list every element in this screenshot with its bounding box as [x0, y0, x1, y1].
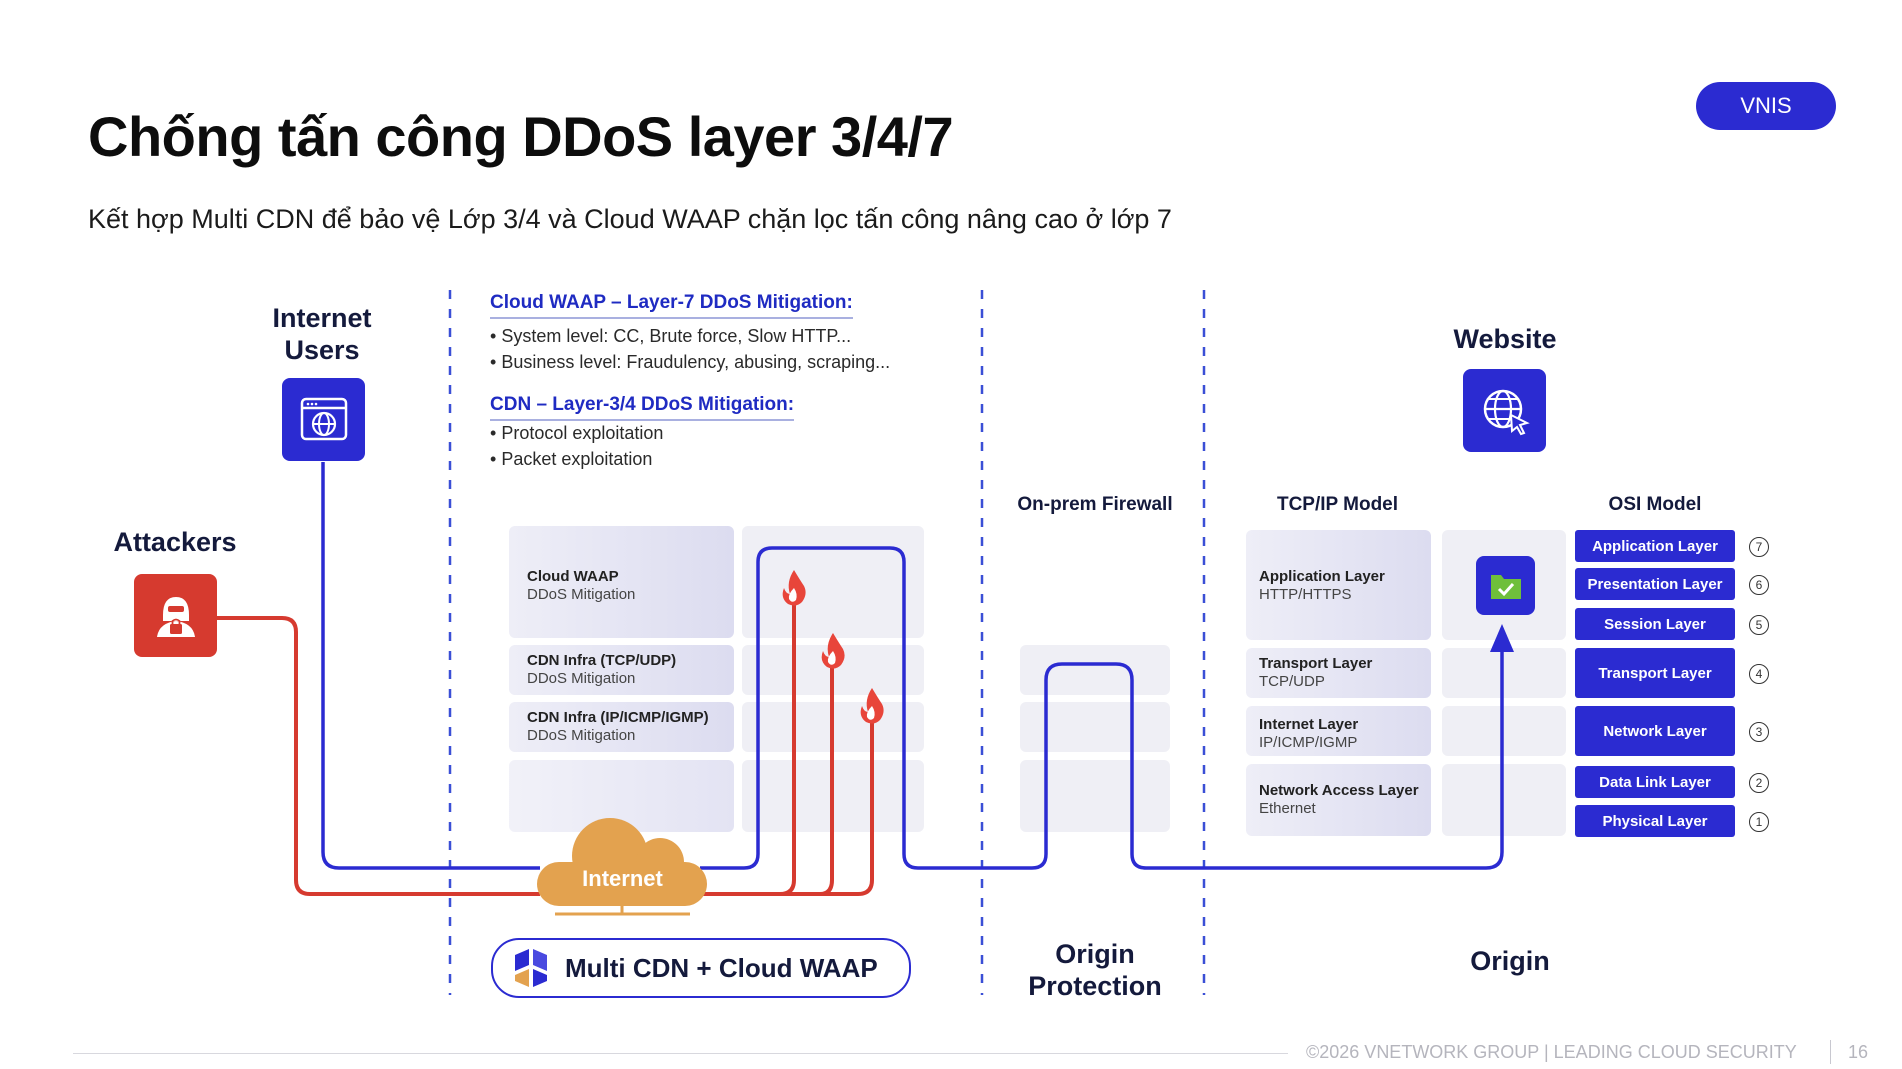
tcpip-heading: TCP/IP Model [1276, 494, 1399, 515]
footer-text: ©2026 VNETWORK GROUP | LEADING CLOUD SEC… [1306, 1042, 1797, 1062]
osi-layer: Session Layer [1575, 608, 1735, 640]
osi-layer: Physical Layer [1575, 805, 1735, 837]
osi-heading: OSI Model [1608, 494, 1702, 515]
folder-check-icon [1476, 556, 1535, 615]
footer-divider [73, 1053, 1288, 1054]
attack-path [216, 616, 540, 896]
browser-globe-icon [282, 378, 365, 461]
page-number: 16 [1848, 1042, 1869, 1062]
origin-label: Origin [1470, 946, 1550, 976]
footer-separator [1830, 1040, 1831, 1064]
user-path [700, 546, 1504, 870]
vnetwork-logo-icon [511, 947, 551, 989]
attack-path [780, 662, 834, 896]
website-label: Website [1453, 324, 1557, 354]
page-title: Chống tấn công DDoS layer 3/4/7 [88, 105, 954, 168]
attack-path [820, 720, 874, 896]
osi-layer: Network Layer [1575, 706, 1735, 756]
tcpip-layer: Network Access Layer Ethernet [1246, 764, 1431, 836]
cloud-waap-bullet: • System level: CC, Brute force, Slow HT… [490, 326, 852, 346]
attackers-label: Attackers [113, 527, 237, 557]
stack-cloud-waap: Cloud WAAP DDoS Mitigation [509, 526, 734, 638]
page-subtitle: Kết hợp Multi CDN để bảo vệ Lớp 3/4 và C… [88, 204, 1172, 234]
hacker-lock-icon [134, 574, 217, 657]
cloud-waap-bullet: • Business level: Fraudulency, abusing, … [490, 352, 891, 372]
vnis-badge[interactable]: VNIS [1696, 82, 1836, 130]
arrow-head-icon [1490, 624, 1514, 652]
globe-cursor-icon [1463, 369, 1546, 452]
product-label: Multi CDN + Cloud WAAP [565, 952, 878, 983]
fire-icon [817, 631, 849, 676]
internet-users-label: Internet Users [272, 303, 372, 365]
fire-icon [778, 568, 810, 613]
osi-layer-number: 7 [1749, 537, 1769, 557]
osi-layer: Data Link Layer [1575, 766, 1735, 798]
internet-cloud: Internet [535, 804, 710, 922]
stack-cdn-ip: CDN Infra (IP/ICMP/IGMP) DDoS Mitigation [509, 702, 734, 752]
osi-layer: Presentation Layer [1575, 568, 1735, 600]
osi-layer-number: 6 [1749, 575, 1769, 595]
firewall-label: On-prem Firewall [1017, 494, 1173, 515]
cloud-waap-section-title: Cloud WAAP – Layer-7 DDoS Mitigation: [490, 292, 853, 319]
internet-label: Internet [582, 866, 663, 891]
origin-protection-label: Origin Protection [1028, 939, 1162, 1001]
user-path [321, 462, 540, 870]
tcpip-layer: Transport Layer TCP/UDP [1246, 648, 1431, 698]
osi-layer-number: 3 [1749, 722, 1769, 742]
stack-cdn-tcp-udp: CDN Infra (TCP/UDP) DDoS Mitigation [509, 645, 734, 695]
osi-layer: Application Layer [1575, 530, 1735, 562]
osi-layer-number: 1 [1749, 812, 1769, 832]
cdn-bullet: • Protocol exploitation [490, 423, 664, 443]
cdn-bullet: • Packet exploitation [490, 449, 653, 469]
osi-layer-number: 2 [1749, 773, 1769, 793]
osi-layer: Transport Layer [1575, 648, 1735, 698]
osi-layer-number: 4 [1749, 664, 1769, 684]
tcpip-layer: Internet Layer IP/ICMP/IGMP [1246, 706, 1431, 756]
product-pill: Multi CDN + Cloud WAAP [491, 938, 911, 998]
tcpip-layer: Application Layer HTTP/HTTPS [1246, 530, 1431, 640]
cdn-section-title: CDN – Layer-3/4 DDoS Mitigation: [490, 394, 795, 421]
fire-icon [856, 686, 888, 731]
osi-layer-number: 5 [1749, 615, 1769, 635]
